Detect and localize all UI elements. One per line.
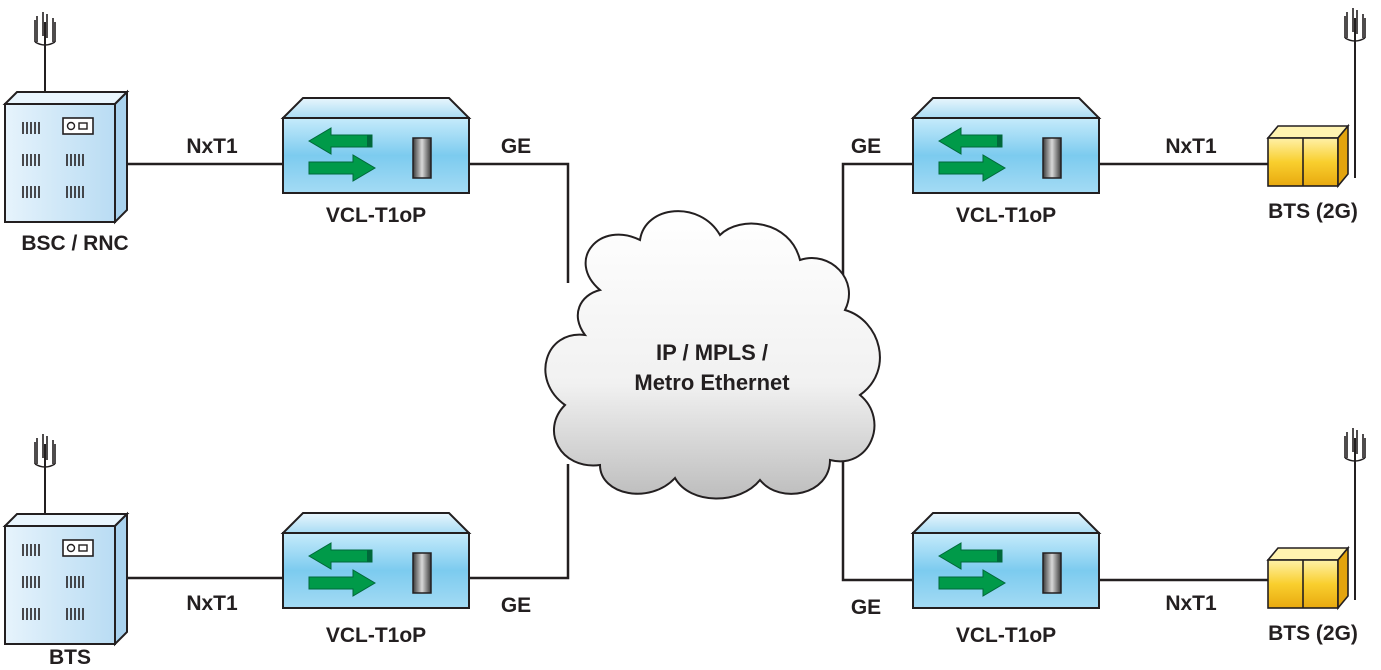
antenna-icon <box>34 11 56 93</box>
bts-label: BTS <box>49 646 91 669</box>
vcl-device-icon <box>912 97 1100 194</box>
vcl-device-bottom-right: VCL-T1oP <box>912 512 1100 647</box>
bts-node: BTS <box>4 433 128 669</box>
link-label-ge: GE <box>501 594 531 617</box>
bts-2g-box-icon <box>1267 547 1349 609</box>
vcl-label: VCL-T1oP <box>956 624 1056 647</box>
connection-lines <box>124 162 1268 582</box>
link-vcl-bl-cloud <box>468 464 570 580</box>
link-cloud-vcl-br <box>841 452 913 582</box>
cloud-label-line2: Metro Ethernet <box>634 370 790 395</box>
vcl-device-bottom-left: VCL-T1oP <box>282 512 470 647</box>
bsc-rnc-node: BSC / RNC <box>4 11 129 255</box>
bsc-rnc-label: BSC / RNC <box>21 232 128 255</box>
bts-2g-top-node: BTS (2G) <box>1267 7 1366 223</box>
vcl-device-icon <box>912 512 1100 609</box>
vcl-device-top-right: VCL-T1oP <box>912 97 1100 227</box>
link-label-nxt1: NxT1 <box>186 135 238 158</box>
bts-2g-bottom-node: BTS (2G) <box>1267 427 1366 645</box>
link-vcl-tl-cloud <box>468 162 570 283</box>
vcl-device-top-left: VCL-T1oP <box>282 97 470 227</box>
vcl-label: VCL-T1oP <box>326 624 426 647</box>
rack-icon <box>4 91 128 223</box>
vcl-device-icon <box>282 97 470 194</box>
vcl-label: VCL-T1oP <box>956 204 1056 227</box>
cloud-label-line1: IP / MPLS / <box>656 340 768 365</box>
link-label-ge: GE <box>851 596 881 619</box>
bts-2g-box-icon <box>1267 125 1349 187</box>
bts-2g-label: BTS (2G) <box>1268 622 1358 645</box>
link-label-nxt1: NxT1 <box>186 592 238 615</box>
link-cloud-vcl-tr <box>841 162 913 310</box>
antenna-icon <box>1344 427 1366 509</box>
antenna-icon <box>1344 7 1366 89</box>
link-label-nxt1: NxT1 <box>1165 135 1217 158</box>
vcl-device-icon <box>282 512 470 609</box>
link-label-nxt1: NxT1 <box>1165 592 1217 615</box>
link-label-ge: GE <box>501 135 531 158</box>
bts-2g-label: BTS (2G) <box>1268 200 1358 223</box>
ip-mpls-cloud: IP / MPLS / Metro Ethernet <box>544 210 881 500</box>
antenna-icon <box>34 433 56 515</box>
link-label-ge: GE <box>851 135 881 158</box>
vcl-label: VCL-T1oP <box>326 204 426 227</box>
rack-icon <box>4 513 128 645</box>
